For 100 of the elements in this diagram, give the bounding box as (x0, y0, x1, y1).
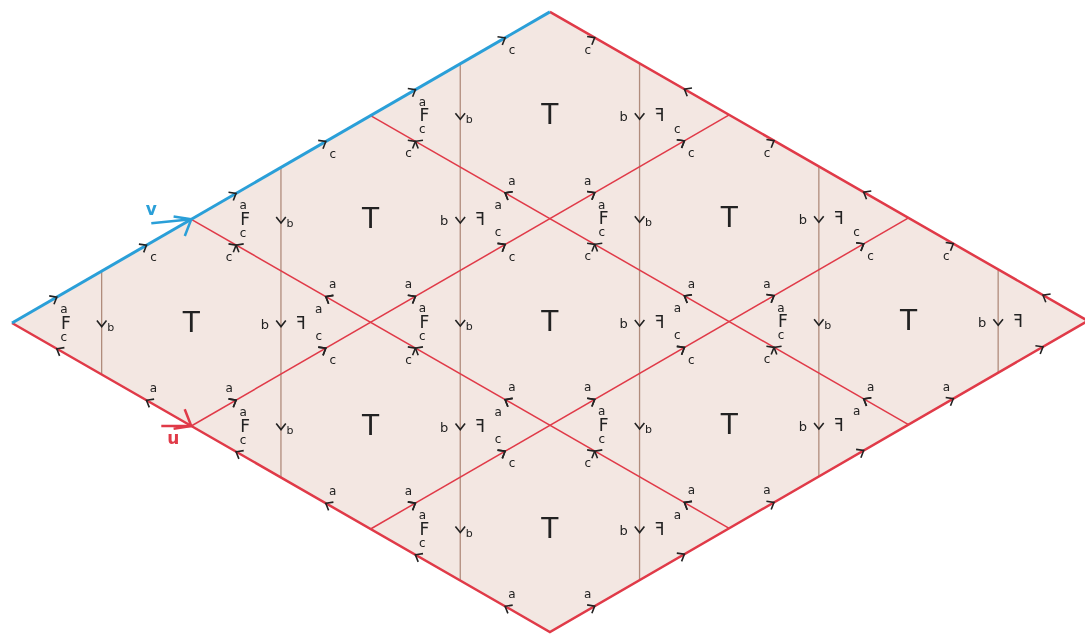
edge-letter: a (404, 278, 413, 291)
face-letter: F (419, 520, 430, 538)
face-letter: ꟻ (654, 106, 665, 124)
arrow-letter: b (645, 423, 653, 435)
arrow-letter: b (260, 317, 270, 331)
edge-letter: a (329, 278, 337, 291)
arrow-letter: b (619, 523, 628, 537)
face-letter: F (598, 209, 609, 227)
edge-letter: c (405, 354, 412, 367)
edge-letter: a (494, 199, 502, 211)
edge-letter: a (418, 302, 427, 315)
edge-letter: c (508, 457, 516, 470)
edge-letter: a (584, 174, 592, 187)
face-letter: T (720, 204, 738, 233)
edge-letter: a (584, 587, 592, 600)
face-letter: T (541, 307, 559, 336)
edge-letter: a (673, 508, 682, 521)
edge-letter: c (598, 432, 605, 445)
face-letter: F (240, 417, 250, 435)
edge-letter: a (239, 199, 247, 212)
face-letter: T (541, 514, 559, 543)
edge-letter: c (688, 146, 695, 159)
edge-letter: a (687, 277, 695, 290)
edge-letter: a (329, 485, 337, 498)
edge-letter: a (584, 381, 592, 394)
edge-letter: c (315, 330, 323, 343)
edge-letter: c (405, 147, 412, 160)
edge-letter: a (225, 381, 233, 394)
edge-letter: a (239, 406, 247, 419)
edge-letter: c (674, 329, 681, 342)
face-letter: T (720, 410, 738, 439)
vector-label: v (145, 200, 157, 218)
edge-letter: a (418, 95, 427, 108)
face-letter: T (899, 307, 918, 336)
edge-letter: a (763, 277, 771, 290)
arrow-letter: b (619, 316, 628, 330)
edge-letter: a (508, 174, 516, 187)
face-letter: T (362, 204, 380, 233)
arrow-letter: b (107, 321, 115, 333)
edge-letter: a (853, 405, 861, 417)
arrow-letter: b (645, 216, 653, 228)
edge-letter: c (419, 536, 426, 549)
edge-letter: a (942, 380, 950, 393)
edge-letter: c (150, 251, 157, 264)
face-letter: ꟻ (1013, 312, 1024, 330)
edge-letter: a (315, 302, 323, 315)
edge-letter: a (508, 588, 516, 601)
edge-letter: c (763, 146, 771, 159)
face-letter: F (240, 210, 250, 228)
edge-letter: a (763, 484, 771, 497)
arrow-letter: b (798, 419, 807, 433)
edge-letter: a (866, 380, 875, 393)
face-letter: T (362, 411, 380, 440)
edge-letter: c (853, 225, 860, 238)
edge-letter: a (687, 484, 695, 497)
edge-letter: a (418, 509, 427, 522)
face-letter: ꟻ (833, 209, 844, 227)
edge-letter: c (329, 354, 337, 367)
edge-letter: c (674, 122, 681, 135)
edge-letter: c (494, 226, 502, 239)
edge-letter: a (777, 301, 785, 314)
arrow-letter: b (440, 420, 449, 434)
arrow-letter: b (465, 113, 473, 125)
edge-letter: c (584, 457, 592, 470)
edge-letter: c (943, 249, 950, 262)
arrow-letter: b (286, 424, 294, 436)
face-letter: F (60, 314, 71, 332)
edge-letter: a (494, 405, 502, 418)
edge-letter: a (598, 198, 606, 211)
edge-letter: c (508, 250, 516, 263)
edge-letter: c (239, 433, 247, 446)
arrow-letter: b (465, 320, 473, 332)
face-letter: ꟻ (654, 520, 665, 538)
edge-letter: c (494, 433, 502, 446)
arrow-letter: b (286, 217, 294, 229)
edge-letter: c (419, 123, 426, 136)
face-letter: ꟻ (654, 313, 665, 331)
arrow-letter: b (798, 212, 807, 226)
face-letter: T (182, 308, 200, 337)
edge-letter: a (404, 484, 413, 497)
arrow-letter: b (440, 213, 449, 227)
face-letter: F (598, 416, 609, 434)
edge-letter: c (225, 251, 233, 264)
face-letter: F (419, 106, 430, 124)
edge-letter: c (419, 329, 426, 342)
face-letter: ꟻ (475, 417, 486, 435)
edge-letter: a (598, 405, 606, 418)
arrow-letter: b (619, 109, 628, 123)
edge-letter: a (60, 303, 68, 316)
edge-letter: c (329, 147, 337, 160)
edge-letter: c (60, 330, 68, 343)
edge-letter: a (508, 381, 516, 394)
edge-letter: c (239, 226, 247, 239)
edge-letter: c (584, 43, 592, 56)
arrow-letter: b (465, 527, 473, 539)
edge-letter: c (598, 226, 605, 239)
edge-letter: c (584, 250, 592, 263)
face-letter: ꟻ (475, 210, 486, 228)
edge-letter: c (777, 329, 785, 342)
face-letter: ꟻ (833, 416, 844, 434)
